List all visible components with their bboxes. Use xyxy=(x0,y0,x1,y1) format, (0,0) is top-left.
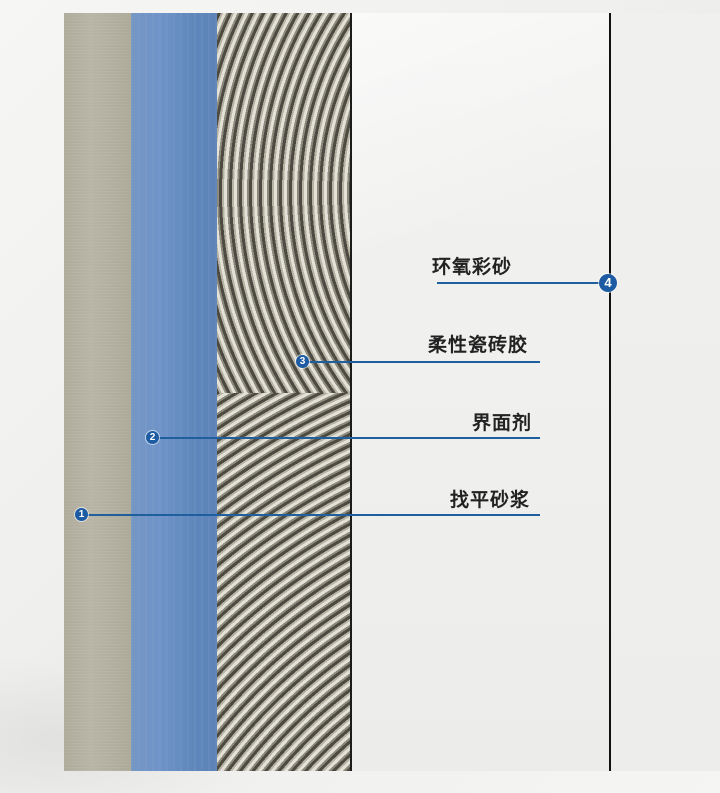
adhesive-edge xyxy=(350,13,352,771)
layer-tile xyxy=(352,13,609,771)
epoxy-grout-joint xyxy=(609,13,611,771)
layer-leveling-mortar xyxy=(64,13,131,771)
cross-section-panel xyxy=(64,13,720,771)
trowel-ridges-texture-lower xyxy=(217,393,352,771)
callout-badge-2: 2 xyxy=(146,431,159,444)
callout-badge-1: 1 xyxy=(75,508,88,521)
callout-line-4 xyxy=(437,282,599,284)
callout-label-1: 找平砂浆 xyxy=(450,489,531,511)
callout-line-3 xyxy=(305,361,540,363)
callout-badge-3: 3 xyxy=(296,355,309,368)
layer-tile-adjacent xyxy=(611,13,720,771)
callout-line-1 xyxy=(82,514,540,516)
layer-flexible-tile-adhesive xyxy=(217,13,352,771)
callout-badge-4: 4 xyxy=(599,274,617,292)
layer-interface-agent xyxy=(131,13,217,771)
callout-line-2 xyxy=(155,437,540,439)
callout-label-3: 柔性瓷砖胶 xyxy=(428,334,529,356)
callout-label-2: 界面剂 xyxy=(472,412,533,434)
callout-label-4: 环氧彩砂 xyxy=(432,256,513,278)
